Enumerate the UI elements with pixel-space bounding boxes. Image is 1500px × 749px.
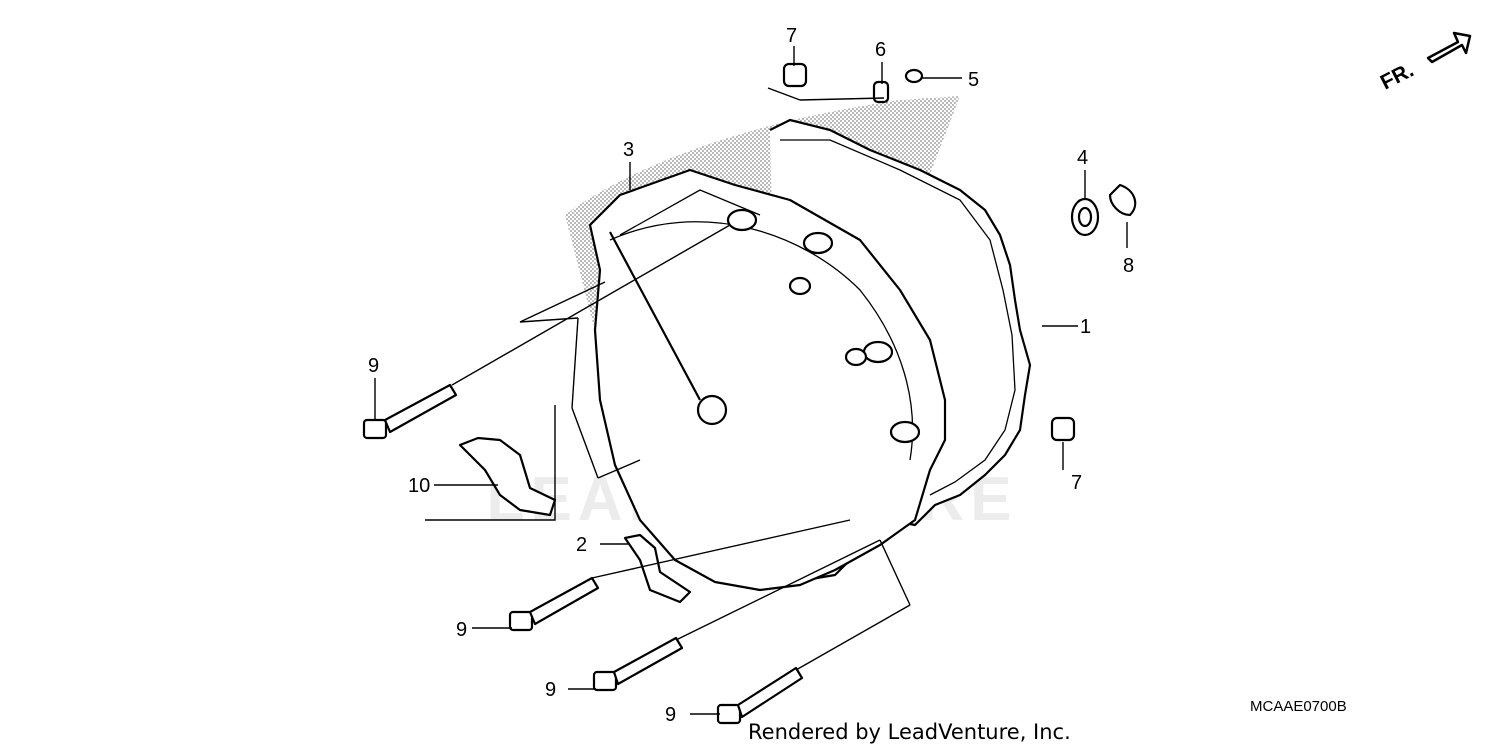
leader-lines [374,46,1128,715]
callout-3[interactable]: 3 [623,139,634,161]
dowel-pin-7-top[interactable] [782,62,808,88]
dowel-pin[interactable] [872,80,890,104]
o-ring[interactable] [904,68,924,84]
callout-1[interactable]: 1 [1080,316,1091,338]
callout-8[interactable]: 8 [1123,255,1134,277]
oil-tube-cap [696,394,728,426]
front-arrow-icon [1426,31,1472,64]
callout-9-middle[interactable]: 9 [456,619,467,641]
callout-9-bottom[interactable]: 9 [665,704,676,726]
bolt-9c[interactable] [592,636,684,692]
callout-7-right[interactable]: 7 [1071,472,1082,494]
front-direction-label: FR. [1377,59,1418,95]
bearing[interactable] [1070,197,1100,237]
callout-6[interactable]: 6 [875,39,886,61]
callout-5[interactable]: 5 [968,69,979,91]
callout-labels: 1 2 3 4 5 6 7 7 8 9 9 9 9 10 [368,25,1134,726]
footer-credit: Rendered by LeadVenture, Inc. [748,720,1071,744]
callout-7-top[interactable]: 7 [786,25,797,47]
callout-2[interactable]: 2 [576,534,587,556]
rear-cover[interactable] [588,168,947,592]
callout-9-upper[interactable]: 9 [368,355,379,377]
callout-10[interactable]: 10 [408,475,430,497]
drawing-code: MCAAE0700B [1250,698,1347,715]
cover-gasket-inner [780,139,1016,496]
cover-ridge-2 [619,189,761,236]
bracket-10 [425,405,556,521]
bolt-9a[interactable] [362,383,458,440]
cover-bosses [726,208,921,444]
callout-9-lower[interactable]: 9 [545,679,556,701]
bolt-9b[interactable] [508,576,600,632]
oil-tube[interactable] [609,231,701,401]
bolt-9d[interactable] [716,666,804,725]
snap-ring[interactable] [1108,183,1137,217]
front-direction-indicator: FR. [1377,31,1472,95]
harness-clamp[interactable] [623,533,692,604]
callout-4[interactable]: 4 [1077,147,1088,169]
cover-ridge [609,221,914,461]
dowel-pin-7-right[interactable] [1050,416,1076,442]
